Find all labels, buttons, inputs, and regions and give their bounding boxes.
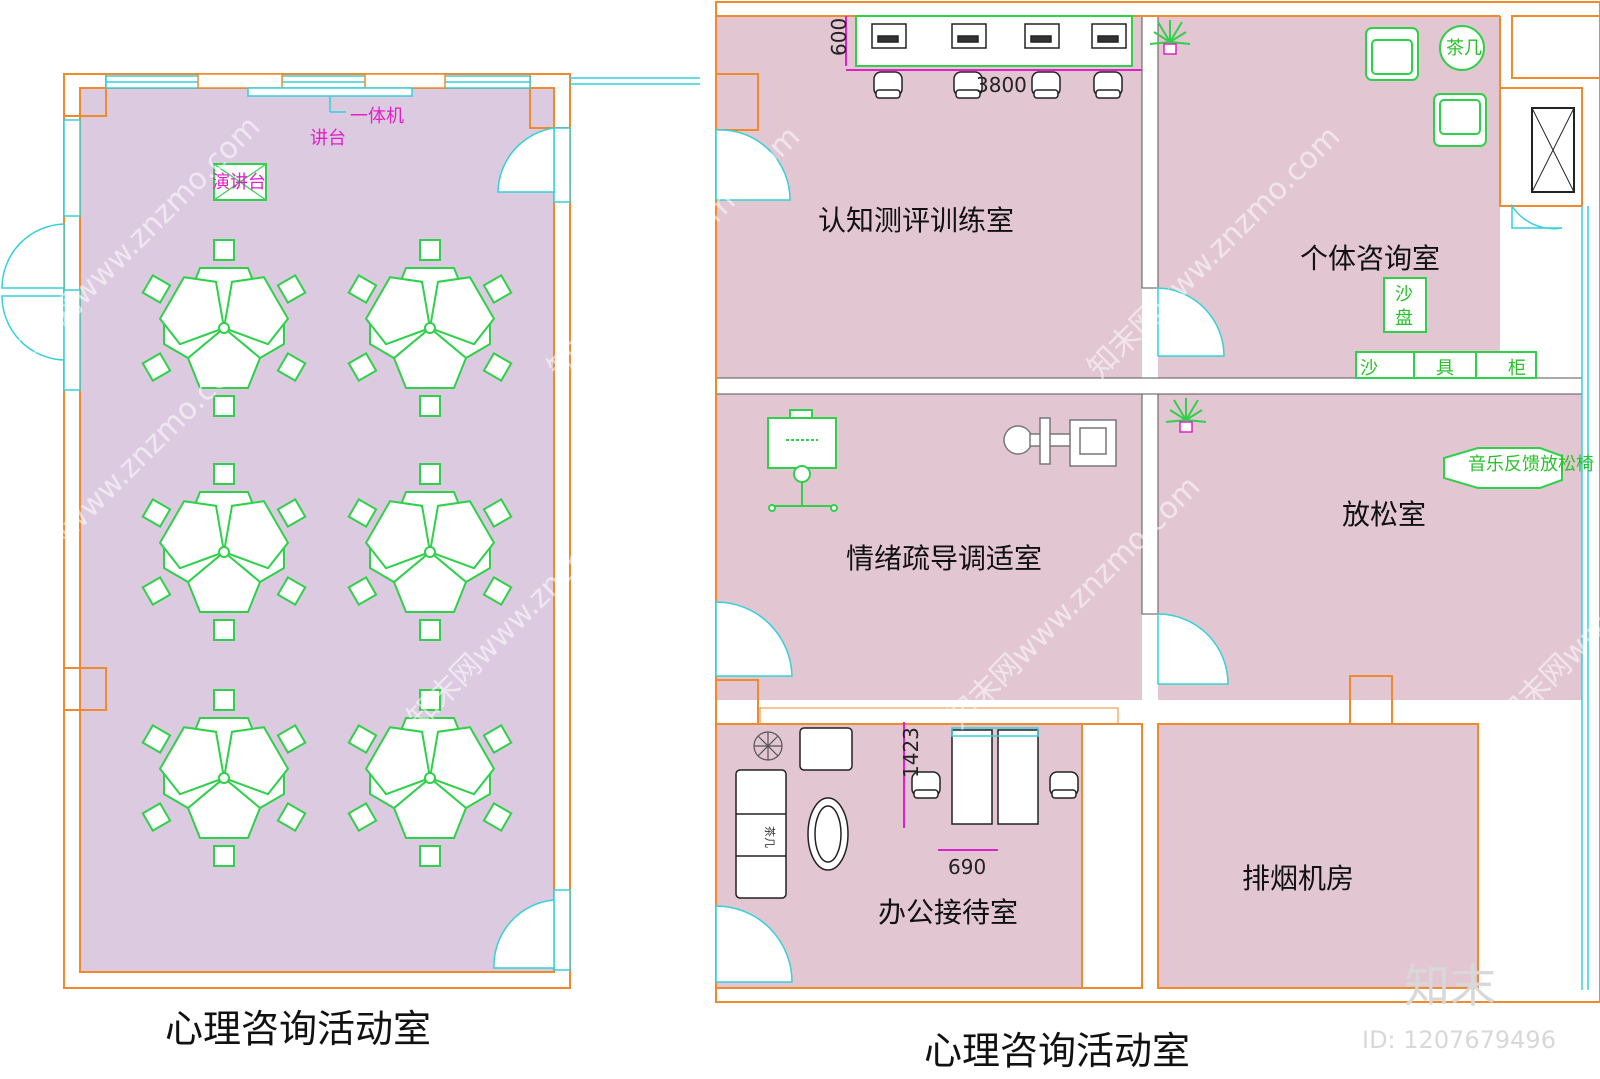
sand-tray [1383,277,1427,333]
emotion-device [1003,417,1117,467]
cabinet-label-3: 柜 [1508,358,1526,379]
individual-floor [1158,16,1500,378]
dim-690: 690 [948,855,986,879]
office-top-wall [759,707,1119,725]
workstation-2 [997,729,1039,825]
lectern-label: 演讲台 [212,172,266,193]
computer-desk [845,15,1142,71]
brand-logo: 知末 [1404,959,1496,1013]
exhaust-floor [1158,724,1478,988]
wall-v1 [1141,15,1159,289]
computer-chair-3 [1031,71,1061,99]
sand-tray-label-1: 沙 [1395,284,1413,305]
massage-chair [1443,447,1563,489]
room-label-cognitive: 认知测评训练室 [818,204,1014,237]
wall-v2 [1141,393,1159,615]
office-chair-2 [1049,771,1079,799]
lectern [213,163,267,201]
computer-chair-4 [1093,71,1123,99]
room-label-individual: 个体咨询室 [1300,242,1440,275]
left-activity-room: 一体机 讲台 演讲台 心理咨询活动室 [1,73,700,1051]
sand-cabinet [1355,351,1537,379]
cabinet-label-1: 沙 [1360,358,1378,379]
image-id: ID: 1207679496 [1362,1026,1556,1054]
right-caption: 心理咨询活动室 [924,1029,1190,1073]
cabinet-label-2: 具 [1436,358,1454,379]
tea-table [1439,25,1485,71]
left-caption: 心理咨询活动室 [165,1007,431,1051]
room-label-emotion: 情绪疏导调适室 [846,542,1042,575]
aio-label: 一体机 [350,106,404,127]
left-top-window [105,73,700,89]
emotion-monitor-stand [767,409,838,512]
tea-table-label: 茶几 [1446,38,1482,59]
left-room-door-bottom [493,889,571,971]
right-suite: 600 3800 茶几 沙 盘 沙 具 柜 [715,1,1600,1073]
closet-door [1511,203,1563,230]
emotion-door [715,601,793,677]
right-window [1581,206,1589,990]
dim-3800: 3800 [976,73,1027,97]
sofa-mark: 茶几 [763,826,776,848]
room-label-exhaust: 排烟机房 [1242,862,1354,895]
room-label-office: 办公接待室 [878,896,1018,929]
dim-600: 600 [827,18,851,56]
aio-screen [247,87,413,97]
cognitive-door [715,129,791,201]
office-door [715,905,793,983]
workstation-1 [951,729,993,825]
left-room-door-top [497,127,571,203]
sofa-single [799,727,853,771]
relax-door [1157,613,1229,685]
individual-door [1157,287,1225,357]
dim-1423: 1423 [899,727,923,778]
relax-floor [1158,394,1582,700]
podium-label: 讲台 [310,128,346,149]
massage-chair-label: 音乐反馈放松椅 [1468,454,1594,475]
sofa-long [735,769,787,899]
left-side-door [1,119,81,391]
mid-wall [715,377,1583,395]
computer-chair-1 [873,71,903,99]
shrub [753,731,783,761]
room-label-relax: 放松室 [1342,498,1426,531]
sand-tray-label-2: 盘 [1395,308,1413,329]
